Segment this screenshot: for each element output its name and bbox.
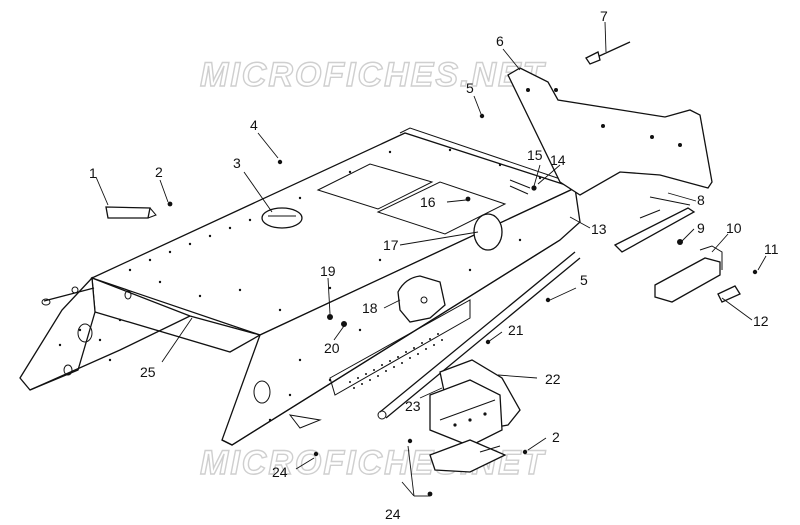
callout-12: 12 — [753, 313, 769, 329]
rear-left-flap — [19, 276, 96, 391]
callout-9: 9 — [697, 220, 705, 236]
callout-16: 16 — [420, 194, 436, 210]
callout-24-bottom: 24 — [385, 506, 401, 522]
fasteners — [167, 113, 758, 497]
part-17-disc — [473, 213, 503, 251]
callout-25: 25 — [140, 364, 156, 380]
perforated-footrest — [329, 299, 471, 396]
part-10-bracket — [654, 257, 721, 303]
callout-numbers: 1 2 3 4 5 6 7 8 9 10 11 12 13 14 15 16 1… — [89, 8, 779, 522]
callout-19: 19 — [320, 263, 336, 279]
callout-2-lower: 2 — [552, 429, 560, 445]
side-cutout-rear — [77, 323, 93, 343]
callout-6: 6 — [496, 33, 504, 49]
part-7-cable — [594, 41, 631, 59]
callout-5-upper: 5 — [466, 80, 474, 96]
callout-13: 13 — [591, 221, 607, 237]
watermark-top: MICROFICHES.NET — [200, 56, 547, 94]
callout-8: 8 — [697, 192, 705, 208]
callout-2-upper: 2 — [155, 164, 163, 180]
lower-hitch-bracket — [429, 439, 507, 473]
callout-10: 10 — [726, 220, 742, 236]
callout-17: 17 — [383, 237, 399, 253]
callout-14: 14 — [550, 152, 566, 168]
part-1-plate — [105, 206, 151, 219]
callout-4: 4 — [250, 117, 258, 133]
part-8-rail — [613, 207, 696, 253]
part-6-rear-bracket — [507, 67, 713, 196]
callout-22: 22 — [545, 371, 561, 387]
callout-3: 3 — [233, 155, 241, 171]
callout-24-left: 24 — [272, 464, 288, 480]
callout-5-lower: 5 — [580, 272, 588, 288]
callout-7: 7 — [600, 8, 608, 24]
side-cutout-front — [253, 380, 271, 404]
callout-15: 15 — [527, 147, 543, 163]
watermark-bottom: MICROFICHES.NET — [200, 444, 547, 482]
callout-1: 1 — [89, 165, 97, 181]
callout-21: 21 — [508, 322, 524, 338]
rivet-holes — [58, 148, 542, 422]
callout-23: 23 — [405, 398, 421, 414]
part-3-decal — [261, 207, 303, 229]
leader-lines — [95, 21, 767, 497]
part-12-decal — [717, 285, 741, 303]
callout-18: 18 — [362, 300, 378, 316]
callout-20: 20 — [324, 340, 340, 356]
callout-11: 11 — [764, 241, 779, 257]
running-board-rod — [379, 251, 576, 413]
